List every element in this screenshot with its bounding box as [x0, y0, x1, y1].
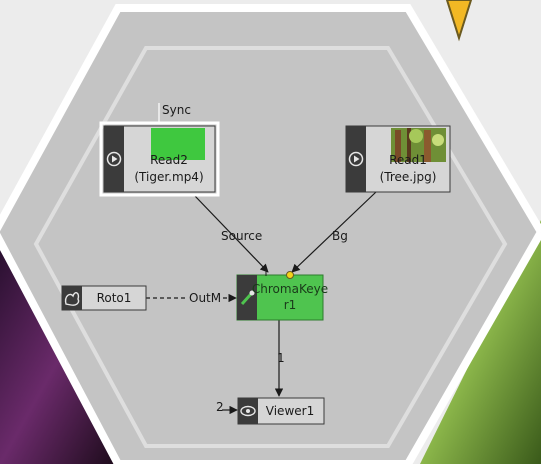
chromakeyer-name-line2: r1 — [284, 298, 297, 312]
keyer-output-index: 1 — [277, 351, 285, 365]
viewer1-node[interactable]: Viewer1 — [237, 397, 325, 425]
sync-label: Sync — [162, 103, 191, 117]
outm-label-bg — [187, 290, 219, 304]
chromakeyer-name-line1: ChromaKeye — [252, 282, 328, 296]
roto1-label: Roto1 — [97, 291, 132, 305]
read1-node[interactable]: Read1 (Tree.jpg) — [345, 125, 451, 193]
play-icon — [348, 151, 364, 167]
bg-label: Bg — [332, 229, 348, 243]
chromakeyer-node[interactable]: ChromaKeye r1 — [236, 274, 328, 321]
eyedropper-icon — [240, 290, 255, 306]
read2-file: (Tiger.mp4) — [134, 170, 203, 184]
eye-icon — [240, 405, 256, 417]
graph-panel-inner-border — [33, 46, 508, 448]
read1-thumbnail — [391, 128, 446, 162]
chromakeyer-mask-handle[interactable] — [286, 271, 294, 279]
roto1-node[interactable]: Roto1 — [61, 285, 147, 311]
read2-selection-outline — [99, 121, 220, 197]
viewer-input-index: 2 — [216, 400, 224, 414]
source-label: Source — [221, 229, 262, 243]
accent-arrow-icon — [445, 0, 473, 42]
read1-name: Read1 — [389, 153, 427, 167]
edge-source[interactable] — [194, 195, 269, 273]
viewer1-label: Viewer1 — [266, 404, 314, 418]
read2-name: Read2 — [150, 153, 188, 167]
read1-file: (Tree.jpg) — [380, 170, 437, 184]
read2-node[interactable]: Read2 (Tiger.mp4) — [103, 125, 216, 193]
outm-label: OutM — [189, 291, 221, 305]
play-icon — [106, 151, 122, 167]
edge-bg[interactable] — [291, 191, 377, 273]
read2-thumbnail — [151, 128, 205, 160]
roto-shape-icon — [64, 292, 80, 306]
